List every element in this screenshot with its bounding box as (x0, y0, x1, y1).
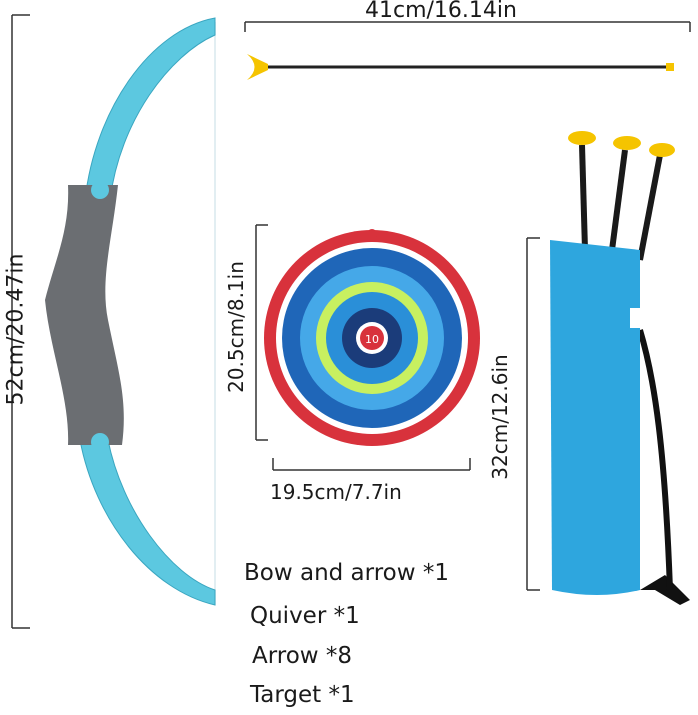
arrow-length-label: 41cm/16.14in (365, 0, 517, 23)
target-center-label: 10 (365, 333, 379, 346)
arrow-dimension-bracket (244, 21, 691, 32)
contents-item-arrow: Arrow *8 (252, 643, 353, 669)
target: 10 (264, 229, 480, 446)
arrow (247, 54, 674, 80)
quiver-arrows (568, 131, 675, 261)
contents-item-bow-and-arrow: Bow and arrow *1 (244, 560, 449, 586)
bow (45, 17, 216, 606)
contents-item-target: Target *1 (250, 682, 355, 708)
quiver-dimension-bracket (526, 237, 540, 591)
quiver (550, 240, 690, 605)
quiver-height-label: 32cm/12.6in (488, 354, 512, 480)
target-width-label: 19.5cm/7.7in (270, 480, 402, 504)
target-dimension-brackets (255, 224, 471, 471)
bow-dimension-bracket (11, 14, 30, 629)
target-height-label: 20.5cm/8.1in (224, 261, 248, 393)
contents-item-quiver: Quiver *1 (250, 603, 360, 629)
bow-height-label: 52cm/20.47in (3, 253, 29, 406)
